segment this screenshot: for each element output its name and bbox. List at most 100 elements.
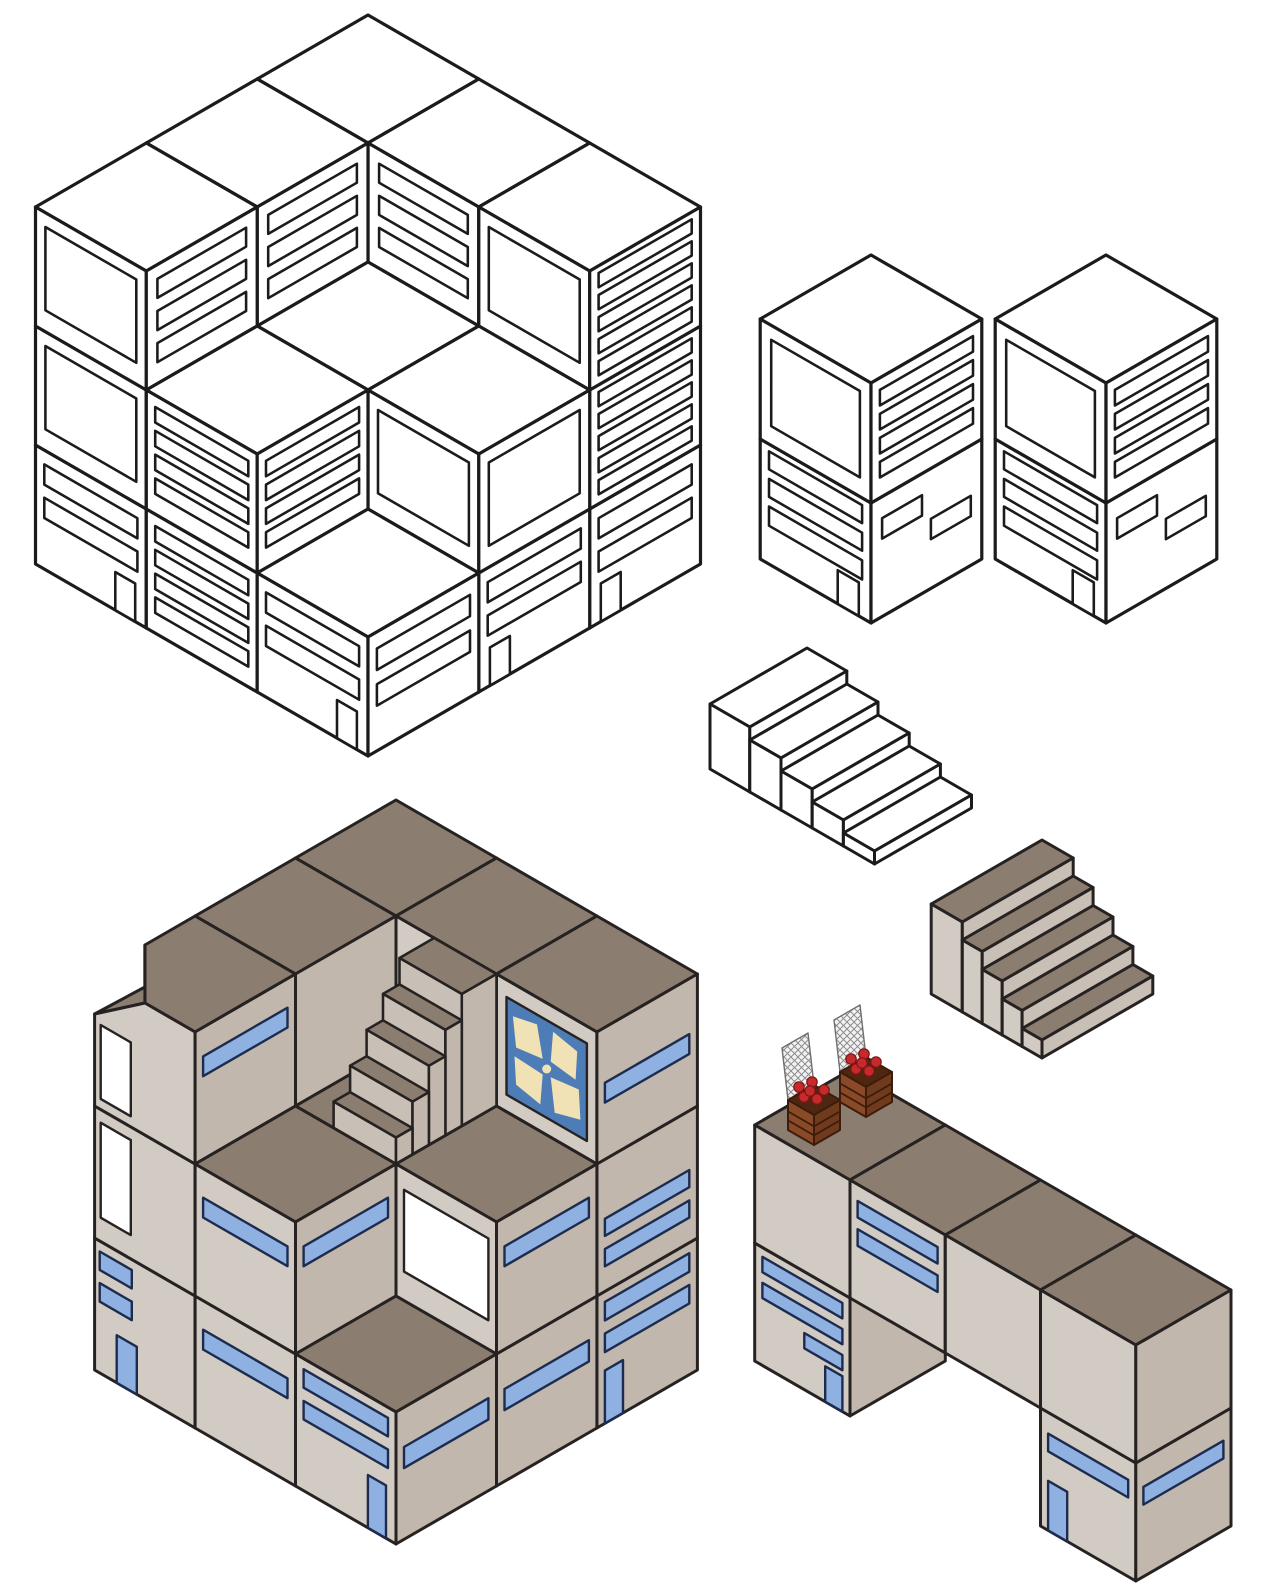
window <box>266 455 359 524</box>
window <box>489 227 580 363</box>
window-strip <box>304 1401 388 1468</box>
window-strip <box>605 1034 689 1103</box>
wall-face-right <box>479 390 590 573</box>
window <box>769 507 862 580</box>
crate-plank-line <box>814 1120 840 1135</box>
window <box>599 263 692 331</box>
wall-face-right <box>1136 1290 1231 1463</box>
window <box>1004 451 1097 523</box>
wall-face-left <box>479 207 590 390</box>
wall-face-right <box>146 207 257 390</box>
window-strip <box>505 1198 589 1267</box>
wall-face-left <box>95 1238 196 1428</box>
window <box>379 196 468 266</box>
colored-staircase <box>931 840 1153 1058</box>
window <box>489 410 580 546</box>
stair-sidewall <box>962 940 982 1024</box>
window-strip <box>605 1170 689 1236</box>
window-strip <box>203 1198 287 1267</box>
wall-face-right <box>195 974 295 1164</box>
apple <box>846 1054 856 1064</box>
window <box>599 338 692 406</box>
window-strip <box>304 1369 388 1436</box>
window <box>377 631 470 706</box>
window <box>378 410 469 546</box>
door <box>605 1360 623 1423</box>
window-strip <box>404 1398 488 1468</box>
stair-side <box>462 974 497 1126</box>
wall-face-left <box>755 1243 850 1416</box>
window <box>488 528 581 602</box>
window-strip <box>100 1252 132 1289</box>
wall-face-left <box>296 1354 397 1544</box>
wall-face-left <box>36 445 147 628</box>
fan-petal-icon <box>550 1077 581 1120</box>
window <box>101 1025 131 1116</box>
apple <box>805 1086 815 1096</box>
fan-hub-icon <box>542 1064 552 1074</box>
window <box>157 292 246 362</box>
white-staircase <box>710 648 972 864</box>
apple <box>864 1066 874 1076</box>
window <box>599 498 692 572</box>
window-strip <box>1143 1441 1223 1505</box>
window <box>1004 479 1097 551</box>
window-strip <box>804 1333 842 1370</box>
window <box>599 464 692 538</box>
stair-side <box>429 1056 446 1145</box>
wall-face-right <box>871 439 982 623</box>
door <box>1073 570 1094 616</box>
wall-face-right <box>590 445 701 628</box>
wall-face-right <box>497 1164 597 1354</box>
window <box>931 496 971 539</box>
wall-face-right <box>257 390 368 573</box>
wall-face-right <box>590 326 701 509</box>
window <box>1117 495 1157 538</box>
wall-face-left <box>95 1003 196 1164</box>
window-strip <box>605 1200 689 1266</box>
window-strip <box>605 1253 689 1320</box>
window <box>44 464 137 538</box>
window <box>1115 336 1208 405</box>
door <box>825 1366 842 1411</box>
wall-face-left <box>146 390 257 573</box>
window-strip <box>858 1201 938 1264</box>
door <box>337 700 357 750</box>
window <box>599 404 692 472</box>
wall-face-left <box>760 319 871 503</box>
apple-crate <box>782 1033 840 1145</box>
crate-plank-line <box>840 1092 866 1107</box>
apple <box>794 1082 804 1092</box>
apple <box>871 1057 881 1067</box>
window <box>266 431 359 500</box>
wall-face-right <box>597 1238 698 1428</box>
wall <box>396 1354 497 1544</box>
apple <box>857 1058 867 1068</box>
window <box>155 478 248 547</box>
wall-face-left <box>760 439 871 623</box>
wall-face-right <box>597 974 698 1164</box>
fan-petal-icon <box>550 1031 578 1080</box>
window-strip <box>605 1285 689 1352</box>
crate-plank-line <box>840 1083 866 1098</box>
window <box>377 595 470 670</box>
window <box>44 498 137 572</box>
wall-face-right <box>590 207 701 390</box>
door <box>490 636 510 686</box>
window <box>599 360 692 428</box>
arch-building <box>755 1005 1231 1581</box>
window <box>880 384 973 453</box>
stair-sidewall <box>931 904 962 1012</box>
window <box>880 408 973 477</box>
window-strip <box>100 1283 132 1320</box>
door <box>115 572 135 622</box>
window <box>880 360 973 429</box>
window <box>379 228 468 298</box>
window <box>379 164 468 234</box>
window <box>769 479 862 551</box>
wall-face-right <box>296 1164 397 1354</box>
fan-petal-icon <box>514 1056 543 1105</box>
window <box>1166 496 1206 539</box>
stair-riser <box>1042 976 1153 1058</box>
